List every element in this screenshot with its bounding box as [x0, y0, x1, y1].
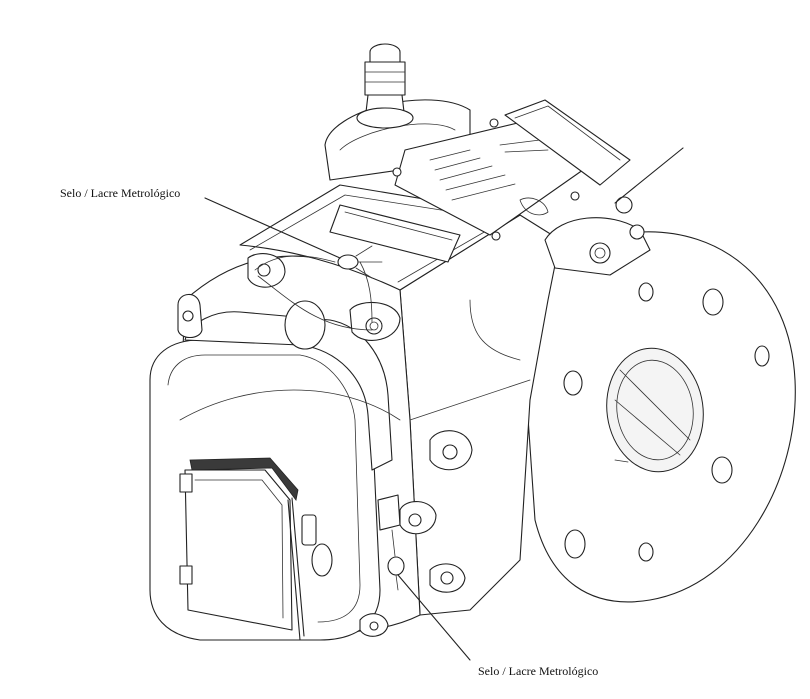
leader-top-right — [614, 147, 684, 204]
leader-bottom — [397, 574, 471, 661]
callout-label-top: Selo / Lacre Metrológico — [60, 186, 181, 200]
seal-top — [254, 245, 383, 331]
leader-top-left — [204, 197, 341, 259]
top-fitting — [356, 43, 414, 129]
seal-bottom — [387, 529, 405, 591]
outlet-flange — [519, 231, 796, 603]
bolt-bosses — [177, 253, 531, 637]
callout-leaders — [204, 147, 684, 661]
callout-label-bottom: Selo / Lacre Metrológico — [478, 664, 599, 678]
index-housing — [149, 311, 393, 641]
